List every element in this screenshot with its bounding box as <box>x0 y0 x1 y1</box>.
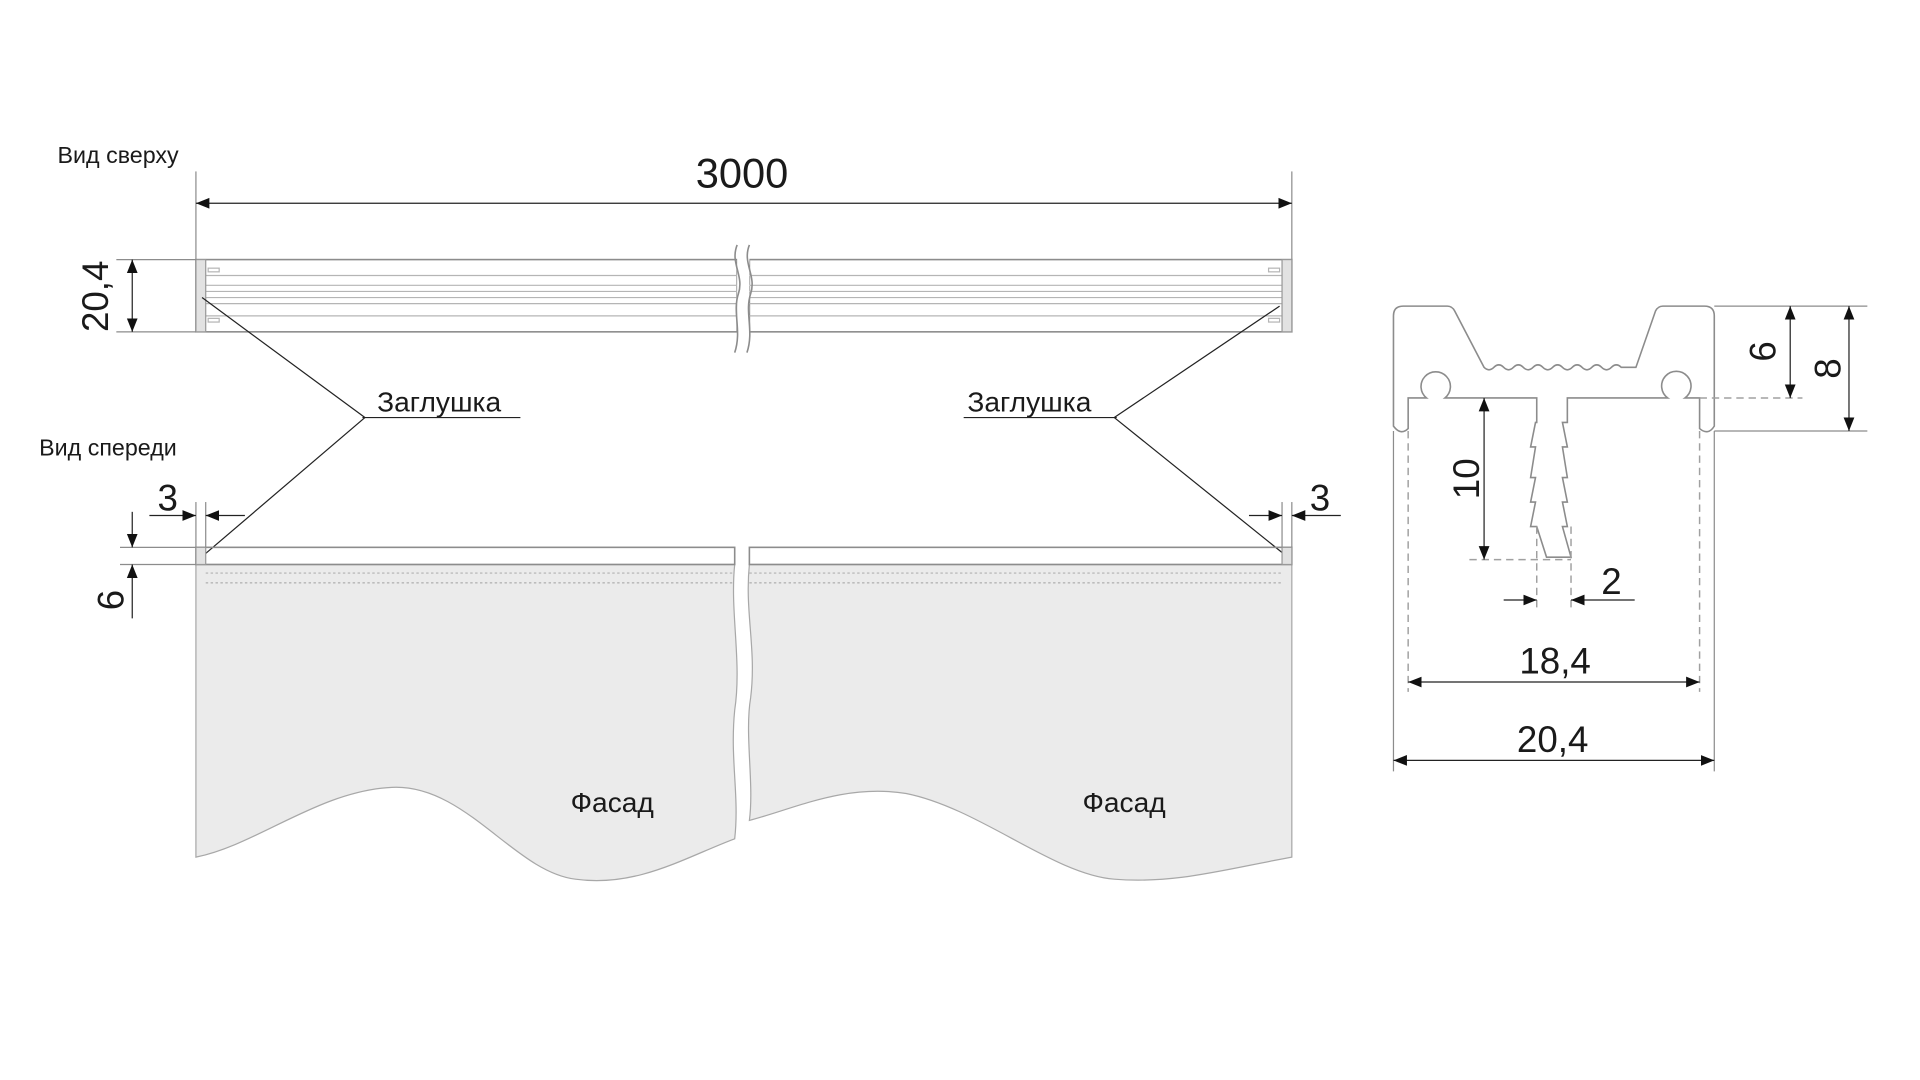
outer-width-value: 20,4 <box>1517 719 1588 760</box>
cap-left-dimension: 3 <box>149 478 245 548</box>
fin-length-dimension: 10 <box>1446 397 1572 561</box>
cap-right-value: 3 <box>1310 478 1330 519</box>
cap-right-dimension: 3 <box>1248 478 1341 548</box>
end-cap-left-front <box>195 546 207 566</box>
length-value: 3000 <box>696 149 789 196</box>
end-cap-callout-left: Заглушка <box>201 297 521 554</box>
length-dimension: 3000 <box>195 149 1293 260</box>
end-cap-label-left: Заглушка <box>377 386 501 417</box>
profile-depth-dimension: 6 8 <box>1699 305 1868 432</box>
top-width-dimension: 20,4 <box>75 258 196 333</box>
outer-width-dimension: 20,4 <box>1392 431 1715 772</box>
end-cap-right-top <box>1281 258 1293 333</box>
inner-width-value: 18,4 <box>1519 640 1590 681</box>
fin-width-value: 2 <box>1601 561 1621 602</box>
cap-left-value: 3 <box>158 478 178 519</box>
front-height-value: 6 <box>91 590 132 610</box>
facade-right <box>747 563 1293 881</box>
profile-cross-section <box>1392 305 1716 558</box>
front-view: Фасад Фасад <box>195 546 1293 882</box>
fin-width-dimension: 2 <box>1503 526 1635 613</box>
facade-label-left: Фасад <box>571 787 654 818</box>
end-cap-callout-right: Заглушка <box>963 305 1284 554</box>
front-view-label: Вид спереди <box>39 435 177 461</box>
end-cap-label-right: Заглушка <box>967 386 1091 417</box>
front-height-dimension: 6 <box>91 511 196 619</box>
end-cap-right-front <box>1281 546 1293 566</box>
profile-depth-value: 6 <box>1743 341 1784 361</box>
profile-height-value: 8 <box>1807 358 1848 378</box>
fin-length-value: 10 <box>1446 458 1487 499</box>
end-cap-left-top <box>195 258 207 333</box>
facade-label-right: Фасад <box>1082 787 1165 818</box>
top-view-profile <box>195 244 1293 353</box>
inner-width-dimension: 18,4 <box>1407 431 1701 692</box>
facade-left <box>195 563 738 882</box>
top-view-label: Вид сверху <box>58 142 179 168</box>
top-width-value: 20,4 <box>75 261 116 332</box>
